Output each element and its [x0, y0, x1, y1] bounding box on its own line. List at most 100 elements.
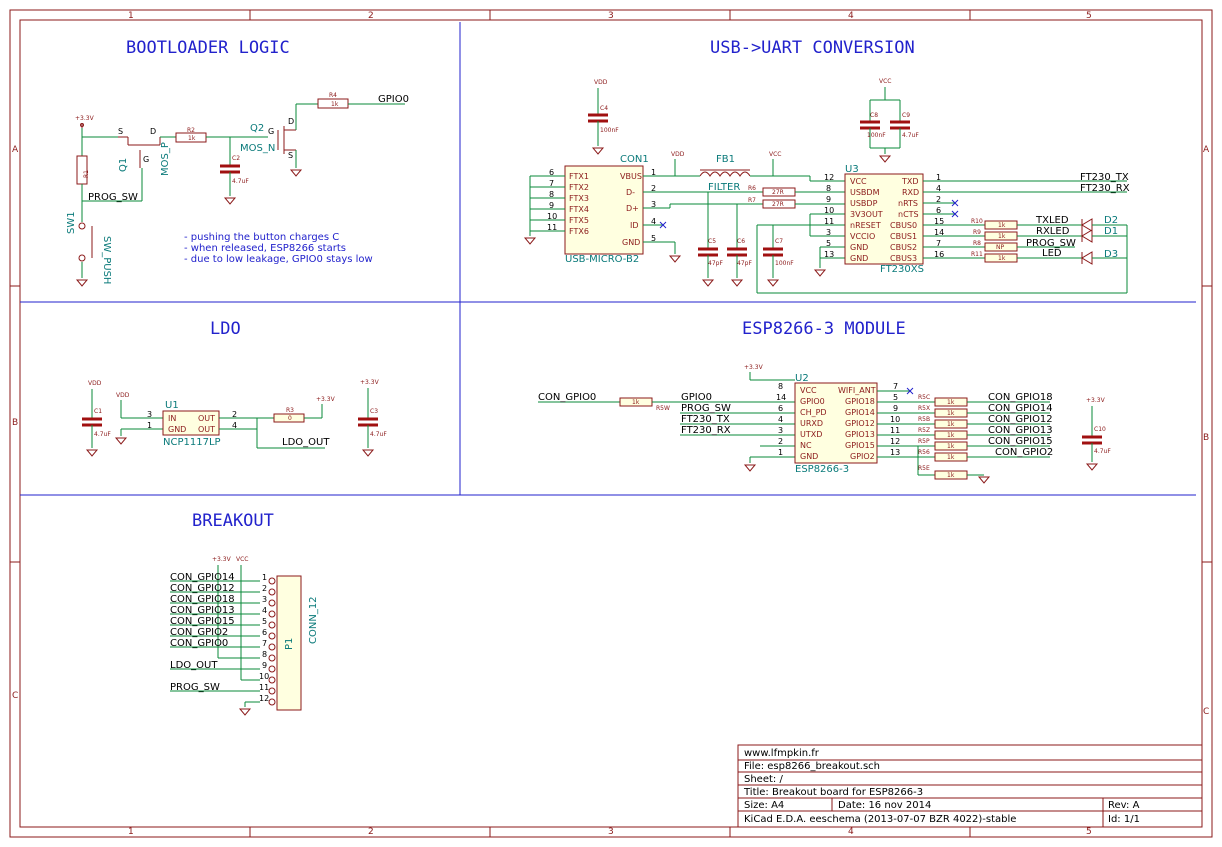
u2-pin-3: 3: [778, 426, 783, 435]
r5z-value: 1k: [947, 432, 955, 439]
u2-pin-14: 14: [776, 393, 786, 402]
con1-pin-4: 4: [651, 217, 656, 226]
net-txled: TXLED: [1035, 215, 1069, 226]
con1-ftx1: FTX1: [569, 172, 589, 181]
r6-ref: R6: [748, 185, 756, 192]
r5e-ref: R5E: [918, 465, 930, 472]
net-ft230-rx-usb: FT230_RX: [1080, 183, 1130, 194]
u3-txd: TXD: [901, 177, 919, 186]
c2-ref: C2: [232, 155, 240, 162]
r5z-ref: R5Z: [918, 427, 930, 434]
c9-value: 4.7uF: [902, 132, 919, 139]
row-label-a-right: A: [1203, 145, 1210, 155]
u1-pin-4: 4: [232, 421, 237, 430]
con1-pin-8: 8: [549, 190, 554, 199]
r7-value: 27R: [772, 201, 784, 208]
module-u2: [794, 382, 878, 464]
u3-pin-5: 5: [826, 239, 831, 248]
r6-value: 27R: [772, 189, 784, 196]
u2-gpio2: GPIO2: [850, 452, 875, 461]
d1-ref: D1: [1104, 226, 1118, 237]
u2-wifi-ant: WIFI_ANT: [838, 386, 876, 395]
u1-pin-1: 1: [147, 421, 152, 430]
u3-cbus2: CBUS2: [890, 243, 917, 252]
p1-value: CONN_12: [308, 596, 319, 644]
breakout-net-lines: [170, 580, 260, 707]
p1-pin-4: 4: [262, 606, 267, 615]
u3-nrts: nRTS: [898, 199, 918, 208]
con1-ftx4: FTX4: [569, 205, 589, 214]
led-d1: [1081, 229, 1093, 243]
p1-ref: P1: [284, 638, 295, 650]
section-title-breakout: BREAKOUT: [192, 511, 274, 531]
section-title-esp-module: ESP8266-3 MODULE: [742, 319, 906, 339]
led-d2: [1081, 218, 1093, 232]
inner-border: [19, 19, 1203, 828]
u2-vcc: VCC: [800, 386, 817, 395]
con1-pin-11: 11: [547, 223, 557, 232]
power-3v3-esp: +3.3V: [744, 364, 764, 371]
col-label-3-bottom: 3: [608, 827, 614, 837]
u3-pin-8: 8: [826, 184, 831, 193]
c8-ref: C8: [870, 112, 878, 119]
u1-in: IN: [168, 414, 176, 423]
c6-value: 47pF: [737, 260, 752, 267]
net-gpio0-boot: GPIO0: [378, 94, 409, 105]
u2-pin-11: 11: [890, 426, 900, 435]
title-block-tool: KiCad E.D.A. eeschema (2013-07-07 BZR 40…: [744, 814, 1016, 825]
d3-ref: D3: [1104, 249, 1118, 260]
net-con-gpio0-esp: CON_GPIO0: [538, 392, 596, 403]
r5b-ref: R5B: [918, 416, 930, 423]
con1-ftx3: FTX3: [569, 194, 589, 203]
u3-pin-11: 11: [824, 217, 834, 226]
c3-value: 4.7uF: [370, 431, 387, 438]
con1-pin-5: 5: [651, 234, 656, 243]
net-con-gpio14-p1: CON_GPIO14: [170, 572, 235, 583]
net-prog-sw-boot: PROG_SW: [88, 192, 138, 203]
q2-pin-d: D: [288, 117, 294, 126]
net-con-gpio12-p1: CON_GPIO12: [170, 583, 235, 594]
u2-gpio18: GPIO18: [845, 397, 875, 406]
inductor-fb1: [699, 171, 751, 177]
connector-p1: [276, 575, 302, 711]
connector-con1: [564, 165, 644, 255]
q1-value: MOS_P: [160, 142, 171, 176]
u3-vccio: VCCIO: [850, 232, 875, 241]
u3-cbus0: CBUS0: [890, 221, 917, 230]
u3-3v3out: 3V3OUT: [850, 210, 883, 219]
q2-value: MOS_N: [240, 143, 275, 154]
con1-left-pins: 6 FTX1 7 FTX2 8 FTX3 9 FTX4 10 FTX5 11 F…: [530, 168, 589, 236]
u3-usbdm: USBDM: [850, 188, 880, 197]
c7-value: 100nF: [775, 260, 794, 267]
ic-u3: [844, 173, 924, 265]
u2-urxd: URXD: [800, 419, 823, 428]
u3-pin-9: 9: [826, 195, 831, 204]
u3-pin-7: 7: [936, 239, 941, 248]
u2-gnd: GND: [800, 452, 818, 461]
c1-value: 4.7uF: [94, 431, 111, 438]
p1-pin-6: 6: [262, 628, 267, 637]
q2-pin-g: G: [268, 127, 274, 136]
row-label-c-right: C: [1203, 707, 1209, 717]
net-rxled: RXLED: [1036, 226, 1070, 237]
q2-pin-s: S: [288, 151, 293, 160]
con1-pin-6: 6: [549, 168, 554, 177]
q1-pin-g: G: [143, 155, 149, 164]
ground-symbol-c3: [361, 449, 375, 457]
border-grid: [10, 10, 1212, 837]
u2-gpio13: GPIO13: [845, 430, 875, 439]
r5c-ref: R5C: [918, 394, 930, 401]
net-ft230-tx-esp: FT230_TX: [681, 414, 730, 425]
r7-ref: R7: [748, 197, 756, 204]
r4-value: 1k: [331, 101, 339, 108]
power-vdd-c4: VDD: [594, 79, 608, 86]
c7-ref: C7: [775, 238, 783, 245]
u2-pin-10: 10: [890, 415, 900, 424]
net-con-gpio2-esp: CON_GPIO2: [995, 447, 1053, 458]
p1-pin-circles: [268, 577, 276, 706]
p1-pin-7: 7: [262, 639, 267, 648]
r11-ref: R11: [971, 251, 983, 258]
u2-gpio12: GPIO12: [845, 419, 875, 428]
c6-ref: C6: [737, 238, 745, 245]
col-label-4: 4: [848, 11, 854, 21]
